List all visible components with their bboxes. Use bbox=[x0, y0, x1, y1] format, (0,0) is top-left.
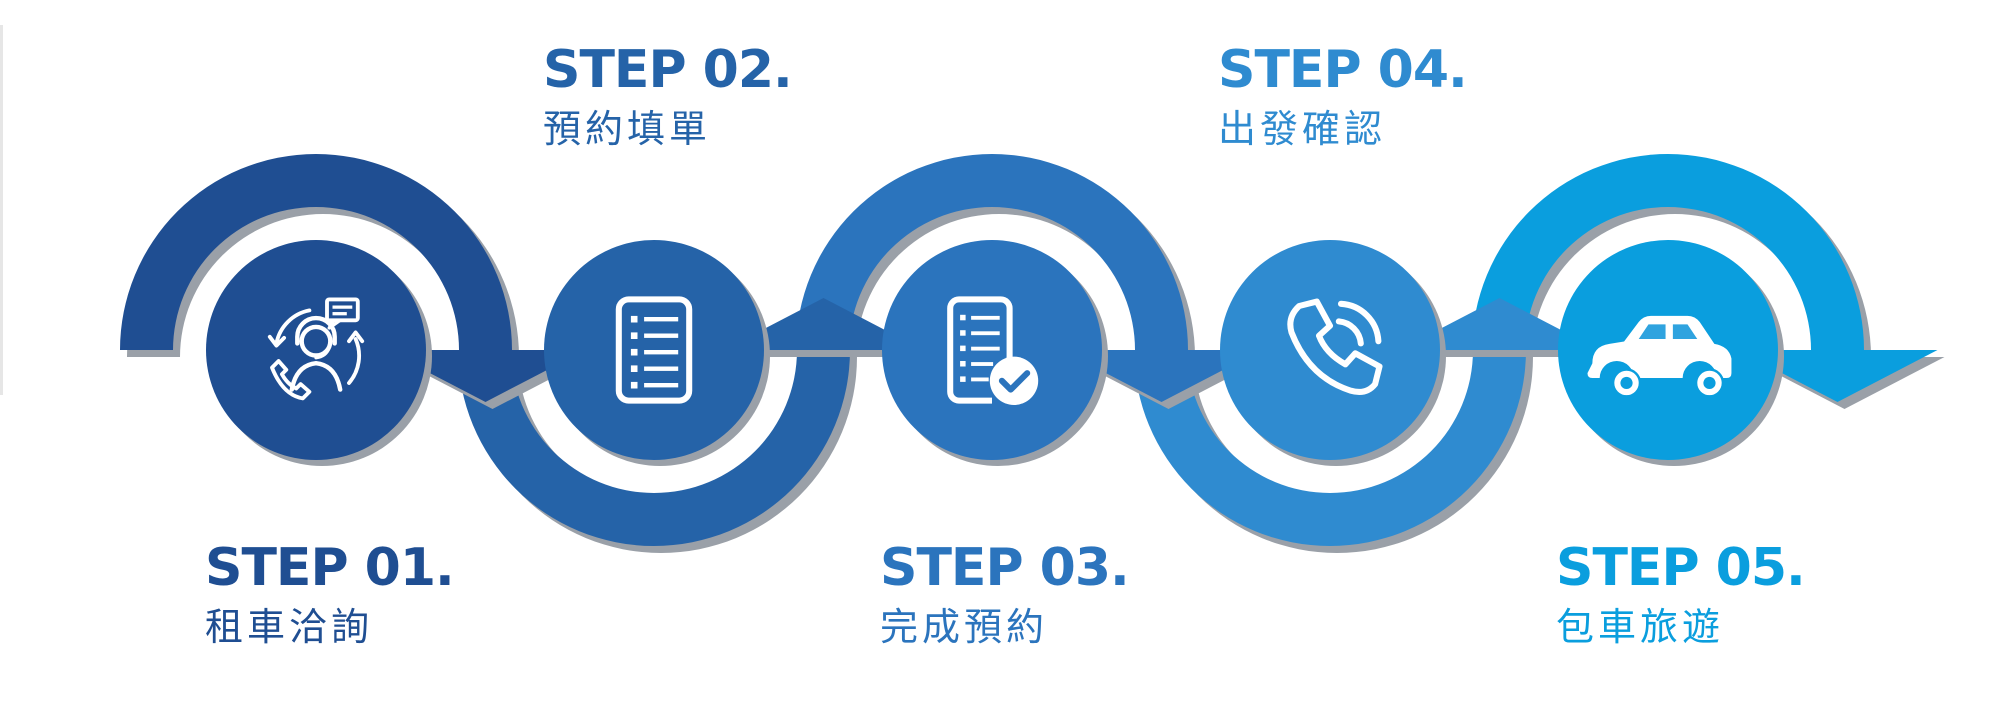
step-4-circle bbox=[1220, 240, 1446, 466]
step-5-circle bbox=[1558, 240, 1784, 466]
step-3-label: STEP 03. 完成預約 bbox=[880, 538, 1130, 649]
step-4-arrowhead bbox=[1399, 298, 1600, 350]
step-4-title: STEP 04. bbox=[1218, 40, 1468, 100]
step-5-arrowhead bbox=[1737, 350, 1938, 402]
step-3-circle bbox=[882, 240, 1108, 466]
step-3-arc bbox=[796, 154, 1269, 409]
step-5-subtitle: 包車旅遊 bbox=[1556, 605, 1725, 649]
step-2-subtitle: 預約填單 bbox=[543, 107, 712, 151]
step-1-circle bbox=[206, 240, 432, 466]
step-5-arc bbox=[1472, 154, 1945, 409]
step-1-arc bbox=[120, 154, 593, 409]
step-5-title: STEP 05. bbox=[1556, 538, 1806, 598]
step-2-arc bbox=[458, 298, 931, 553]
step-4-arc bbox=[1134, 298, 1607, 553]
step-1-title: STEP 01. bbox=[205, 538, 455, 598]
step-2-title: STEP 02. bbox=[543, 40, 793, 100]
step-3-arrowhead bbox=[1061, 350, 1262, 402]
step-4-label: STEP 04. 出發確認 bbox=[1218, 40, 1468, 151]
step-2-label: STEP 02. 預約填單 bbox=[543, 40, 793, 151]
step-5-label: STEP 05. 包車旅遊 bbox=[1556, 538, 1806, 649]
left-edge-divider bbox=[0, 25, 3, 395]
step-2-arrowhead bbox=[723, 298, 924, 350]
step-1-arrowhead bbox=[385, 350, 586, 402]
step-1-label: STEP 01. 租車洽詢 bbox=[205, 538, 455, 649]
step-2-circle bbox=[544, 240, 770, 466]
step-3-subtitle: 完成預約 bbox=[880, 605, 1049, 649]
step-3-title: STEP 03. bbox=[880, 538, 1130, 598]
step-1-subtitle: 租車洽詢 bbox=[205, 605, 374, 649]
step-4-subtitle: 出發確認 bbox=[1218, 107, 1387, 151]
